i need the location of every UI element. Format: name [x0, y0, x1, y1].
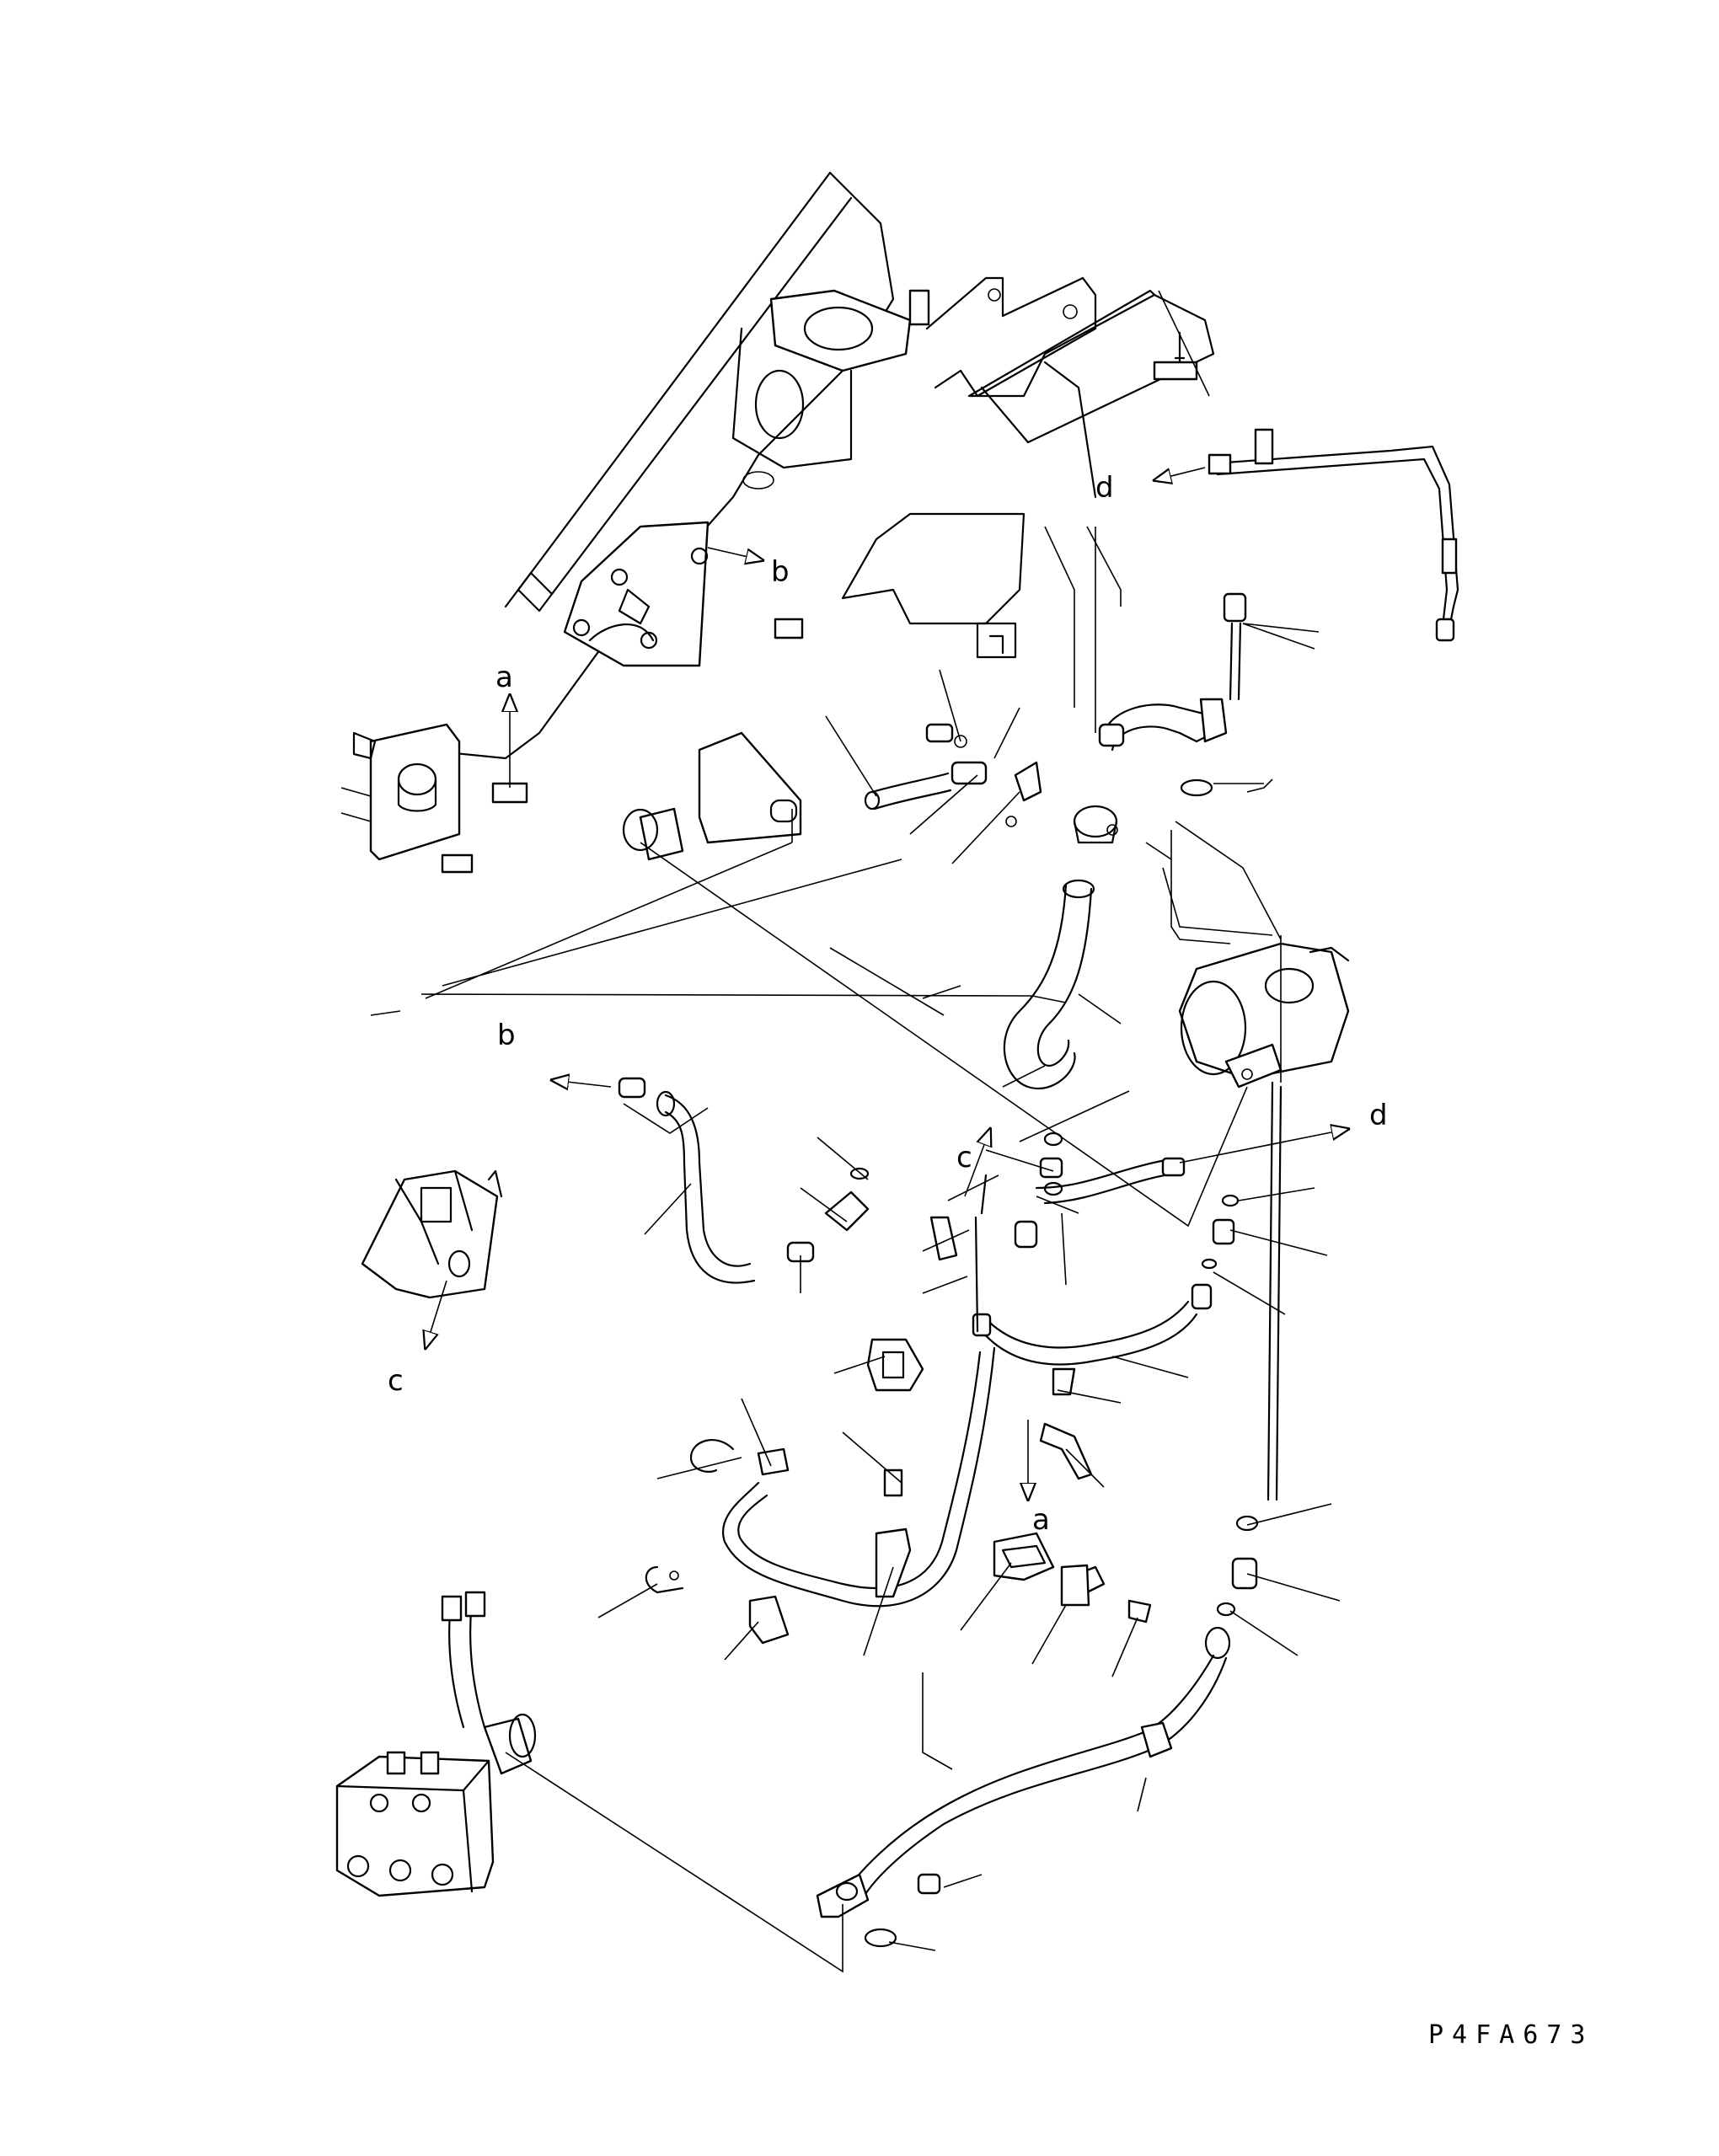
- label-b-top: b: [771, 555, 790, 589]
- pump-assembly: [1178, 942, 1350, 1089]
- label-d-top: d: [1095, 471, 1114, 505]
- drawing-code: P4FA673: [1428, 2020, 1593, 2050]
- bent-hose-center: [864, 592, 1247, 1089]
- clamp-hardware: [645, 1338, 1152, 1645]
- label-c-center: c: [956, 1141, 972, 1174]
- label-b-left: b: [497, 1019, 516, 1052]
- leader-lines: [370, 290, 1341, 1973]
- label-d-right: d: [1369, 1099, 1388, 1132]
- hose-d-top: [1208, 428, 1459, 642]
- lower-hose: [816, 1081, 1283, 1948]
- reference-arrows: [426, 467, 1348, 1500]
- valve-block-c: [361, 1169, 503, 1299]
- control-valve: [335, 1591, 537, 1897]
- main-frame: [340, 171, 1215, 874]
- reference-labels: d b a b c d c a: [388, 471, 1388, 1537]
- label-a-top: a: [495, 661, 513, 694]
- hose-b-left: [618, 1077, 958, 1284]
- label-c-left: c: [388, 1364, 404, 1398]
- label-a-bottom: a: [1032, 1503, 1050, 1537]
